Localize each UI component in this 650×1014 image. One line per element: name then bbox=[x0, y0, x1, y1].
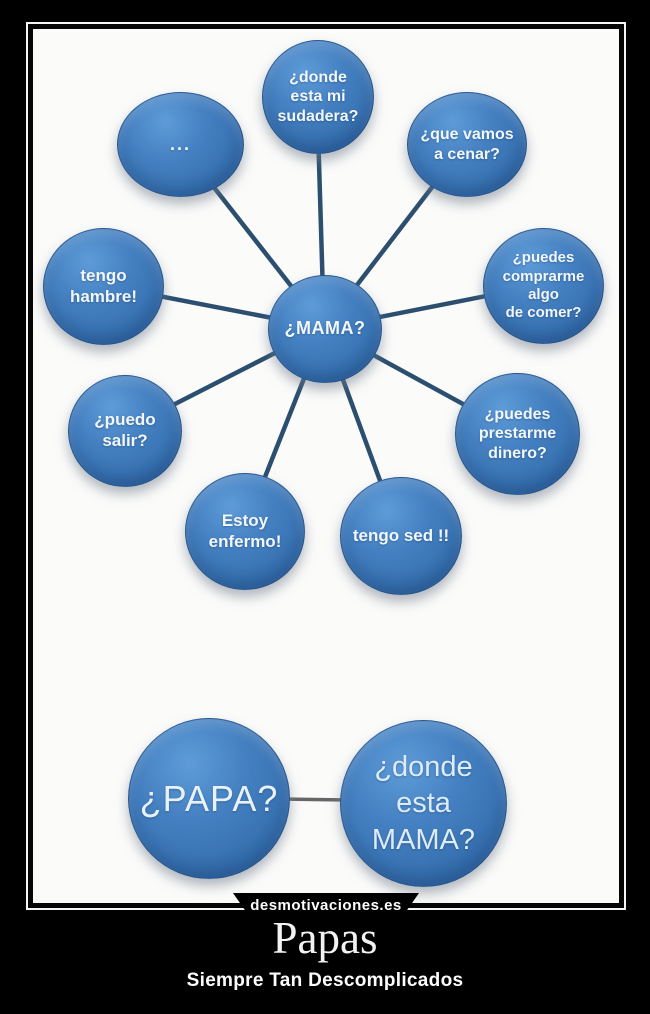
bubble-label: ... bbox=[169, 133, 191, 154]
bubble-puedo-salir: ¿puedo salir? bbox=[68, 375, 182, 487]
bubble-label: ¿donde esta mi sudadera? bbox=[277, 68, 359, 125]
bubble-tengo-sed: tengo sed !! bbox=[340, 477, 462, 595]
bubble-label: ¿puedo salir? bbox=[94, 410, 156, 450]
bubble-label: ¿puedes prestarme dinero? bbox=[478, 405, 557, 462]
bubble-mama-center: ¿MAMA? bbox=[268, 275, 382, 383]
bubble-prestarme-dinero: ¿puedes prestarme dinero? bbox=[455, 373, 580, 495]
watermark-text: desmotivaciones.es bbox=[250, 896, 402, 914]
bubble-label: tengo sed !! bbox=[352, 525, 450, 545]
poster-frame: ¿donde esta mi sudadera? ... ¿que vamos … bbox=[26, 22, 626, 910]
bubble-label: ¿puedes comprarme algo de comer? bbox=[502, 249, 585, 322]
bubble-tengo-hambre: tengo hambre! bbox=[43, 228, 164, 345]
poster-title: Papas bbox=[272, 913, 378, 963]
bubble-label: Estoy enfermo! bbox=[208, 510, 282, 551]
bubble-label: ¿PAPA? bbox=[139, 777, 279, 819]
watermark: desmotivaciones.es bbox=[233, 893, 419, 917]
poster-subtitle: Siempre Tan Descomplicados bbox=[186, 969, 464, 991]
bubble-label: ¿MAMA? bbox=[284, 318, 366, 339]
bubble-estoy-enfermo: Estoy enfermo! bbox=[185, 473, 305, 590]
bubble-donde-esta-mama: ¿donde esta MAMA? bbox=[340, 720, 507, 887]
bubble-papa: ¿PAPA? bbox=[128, 718, 290, 879]
bubble-label: tengo hambre! bbox=[69, 265, 138, 306]
bubble-que-cenar: ¿que vamos a cenar? bbox=[407, 92, 527, 197]
bubble-label: ¿que vamos a cenar? bbox=[420, 125, 514, 163]
bubble-label: ¿donde esta MAMA? bbox=[371, 751, 476, 856]
bubble-donde-sudadera: ¿donde esta mi sudadera? bbox=[262, 40, 374, 154]
meme-image: ¿donde esta mi sudadera? ... ¿que vamos … bbox=[33, 29, 619, 903]
bubble-ellipsis: ... bbox=[117, 92, 244, 197]
caption: Papas Siempre Tan Descomplicados bbox=[0, 914, 650, 992]
bubble-comprarme-comer: ¿puedes comprarme algo de comer? bbox=[483, 228, 604, 344]
